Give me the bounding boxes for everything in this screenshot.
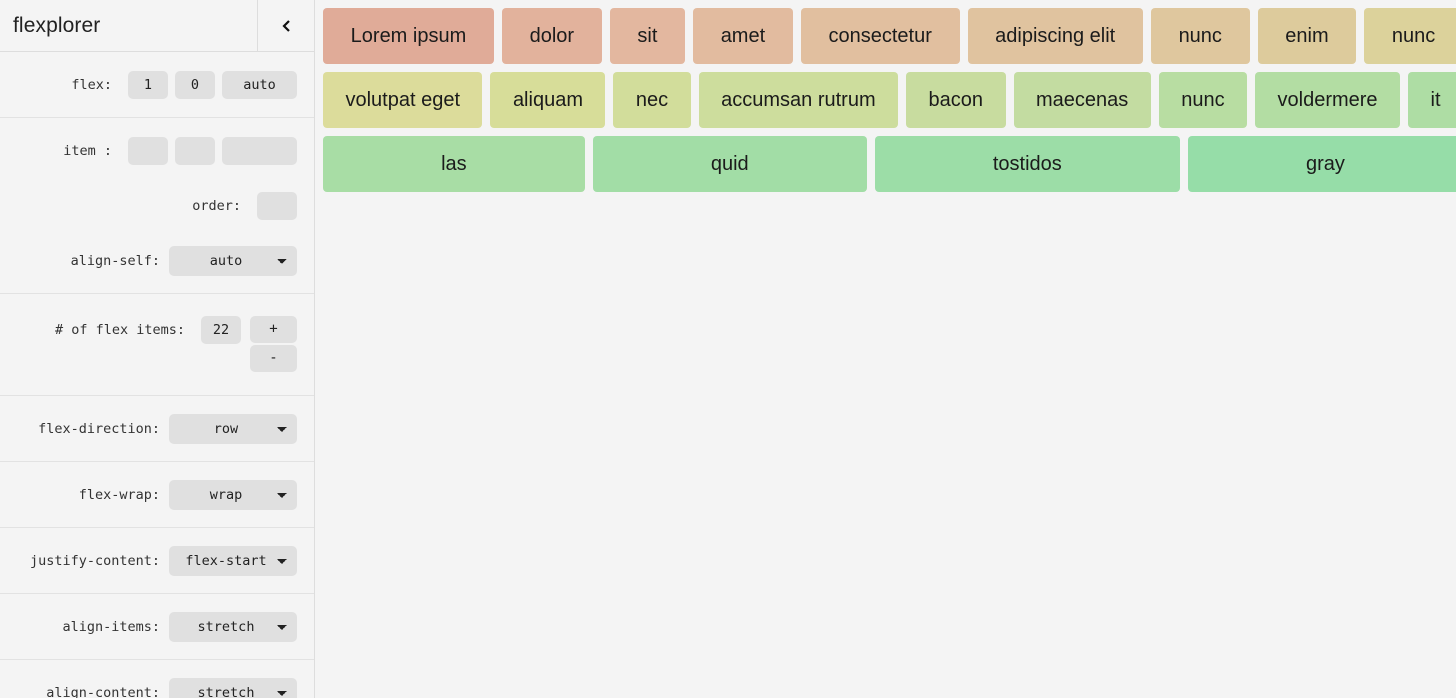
flex-item-count-input[interactable] bbox=[201, 316, 241, 344]
align-items-row: align-items: stretchflex-startflex-endcen… bbox=[0, 599, 314, 654]
flex-item[interactable]: consectetur bbox=[800, 8, 960, 64]
container-controls: flex-direction: rowrow-reversecolumncolum… bbox=[0, 396, 314, 698]
order-input[interactable] bbox=[257, 191, 297, 220]
flex-item[interactable]: las bbox=[323, 136, 585, 192]
flex-shrink-input[interactable] bbox=[175, 70, 215, 99]
item-align-self-row: align-self: autoflex-startflex-endcenter… bbox=[0, 233, 314, 288]
align-items-label: align-items: bbox=[62, 618, 160, 635]
flex-item-count-group: # of flex items: + - bbox=[0, 294, 314, 396]
align-content-label: align-content: bbox=[46, 684, 160, 698]
sidebar-header: flexplorer bbox=[0, 0, 314, 52]
item-label: item : bbox=[63, 142, 112, 159]
item-flex-grow-input[interactable] bbox=[128, 136, 168, 165]
flex-wrap-row: flex-wrap: nowrapwrapwrap-reverse bbox=[0, 467, 314, 522]
flex-item-count-label: # of flex items: bbox=[54, 322, 185, 338]
flex-item[interactable]: maecenas bbox=[1013, 72, 1151, 128]
decrement-items-button[interactable]: - bbox=[250, 345, 297, 372]
flex-item[interactable]: dolor bbox=[501, 8, 602, 64]
flex-item[interactable]: nec bbox=[613, 72, 691, 128]
flex-item[interactable]: sit bbox=[609, 8, 686, 64]
flex-item[interactable]: enim bbox=[1257, 8, 1357, 64]
flex-item[interactable]: amet bbox=[693, 8, 793, 64]
flex-wrap-select[interactable]: nowrapwrapwrap-reverse bbox=[169, 479, 297, 510]
justify-content-label: justify-content: bbox=[29, 552, 160, 569]
flex-item[interactable]: bacon bbox=[906, 72, 1006, 128]
chevron-left-icon bbox=[280, 19, 292, 33]
flex-item[interactable]: volutpat eget bbox=[323, 72, 483, 128]
flex-item[interactable]: quid bbox=[592, 136, 867, 192]
flex-item[interactable]: nunc bbox=[1158, 72, 1248, 128]
page-title: flexplorer bbox=[13, 13, 101, 37]
flex-item[interactable]: aliquam bbox=[490, 72, 606, 128]
item-properties-group: item : order: align-self: autoflex-start… bbox=[0, 118, 314, 294]
align-self-select[interactable]: autoflex-startflex-endcenterbaselinestre… bbox=[169, 245, 297, 276]
flex-direction-label: flex-direction: bbox=[38, 420, 160, 437]
align-content-select[interactable]: stretchflex-startflex-endcenterspace-bet… bbox=[169, 677, 297, 698]
order-label: order: bbox=[192, 197, 241, 214]
flex-item[interactable]: voldermere bbox=[1255, 72, 1401, 128]
flex-wrap-label: flex-wrap: bbox=[78, 486, 160, 503]
align-items-group: align-items: stretchflex-startflex-endcen… bbox=[0, 594, 314, 660]
flex-item[interactable]: tostidos bbox=[874, 136, 1180, 192]
flex-label: flex: bbox=[71, 76, 112, 93]
align-content-row: align-content: stretchflex-startflex-endc… bbox=[0, 665, 314, 698]
flex-direction-group: flex-direction: rowrow-reversecolumncolum… bbox=[0, 396, 314, 462]
justify-content-select[interactable]: flex-startflex-endcenterspace-betweenspa… bbox=[169, 545, 297, 576]
flex-item-count-stepper: + - bbox=[250, 316, 297, 372]
flex-item[interactable]: nunc bbox=[1150, 8, 1250, 64]
flex-item[interactable]: nunc bbox=[1364, 8, 1456, 64]
flex-grow-input[interactable] bbox=[128, 70, 168, 99]
flex-item[interactable]: accumsan rutrum bbox=[698, 72, 899, 128]
flex-shorthand-row: flex: bbox=[0, 57, 314, 112]
sidebar: flexplorer flex: item : bbox=[0, 0, 315, 698]
align-items-select[interactable]: stretchflex-startflex-endcenterbaseline bbox=[169, 611, 297, 642]
flex-shorthand-group: flex: bbox=[0, 52, 314, 118]
flex-wrap-group: flex-wrap: nowrapwrapwrap-reverse bbox=[0, 462, 314, 528]
sidebar-collapse-button[interactable] bbox=[257, 0, 314, 51]
flex-item[interactable]: it bbox=[1408, 72, 1456, 128]
item-flex-row: item : bbox=[0, 123, 314, 178]
item-order-row: order: bbox=[0, 178, 314, 233]
align-self-label: align-self: bbox=[70, 252, 160, 269]
justify-content-group: justify-content: flex-startflex-endcenter… bbox=[0, 528, 314, 594]
align-content-group: align-content: stretchflex-startflex-endc… bbox=[0, 660, 314, 698]
flex-direction-select[interactable]: rowrow-reversecolumncolumn-reverse bbox=[169, 413, 297, 444]
flex-basis-input[interactable] bbox=[222, 70, 297, 99]
flex-direction-row: flex-direction: rowrow-reversecolumncolum… bbox=[0, 401, 314, 456]
item-flex-shrink-input[interactable] bbox=[175, 136, 215, 165]
flex-item-count-controls: + - bbox=[201, 316, 297, 372]
flex-item[interactable]: gray bbox=[1187, 136, 1456, 192]
justify-content-row: justify-content: flex-startflex-endcenter… bbox=[0, 533, 314, 588]
flex-item[interactable]: Lorem ipsum bbox=[323, 8, 494, 64]
increment-items-button[interactable]: + bbox=[250, 316, 297, 343]
flex-item[interactable]: adipiscing elit bbox=[967, 8, 1143, 64]
item-flex-basis-input[interactable] bbox=[222, 136, 297, 165]
